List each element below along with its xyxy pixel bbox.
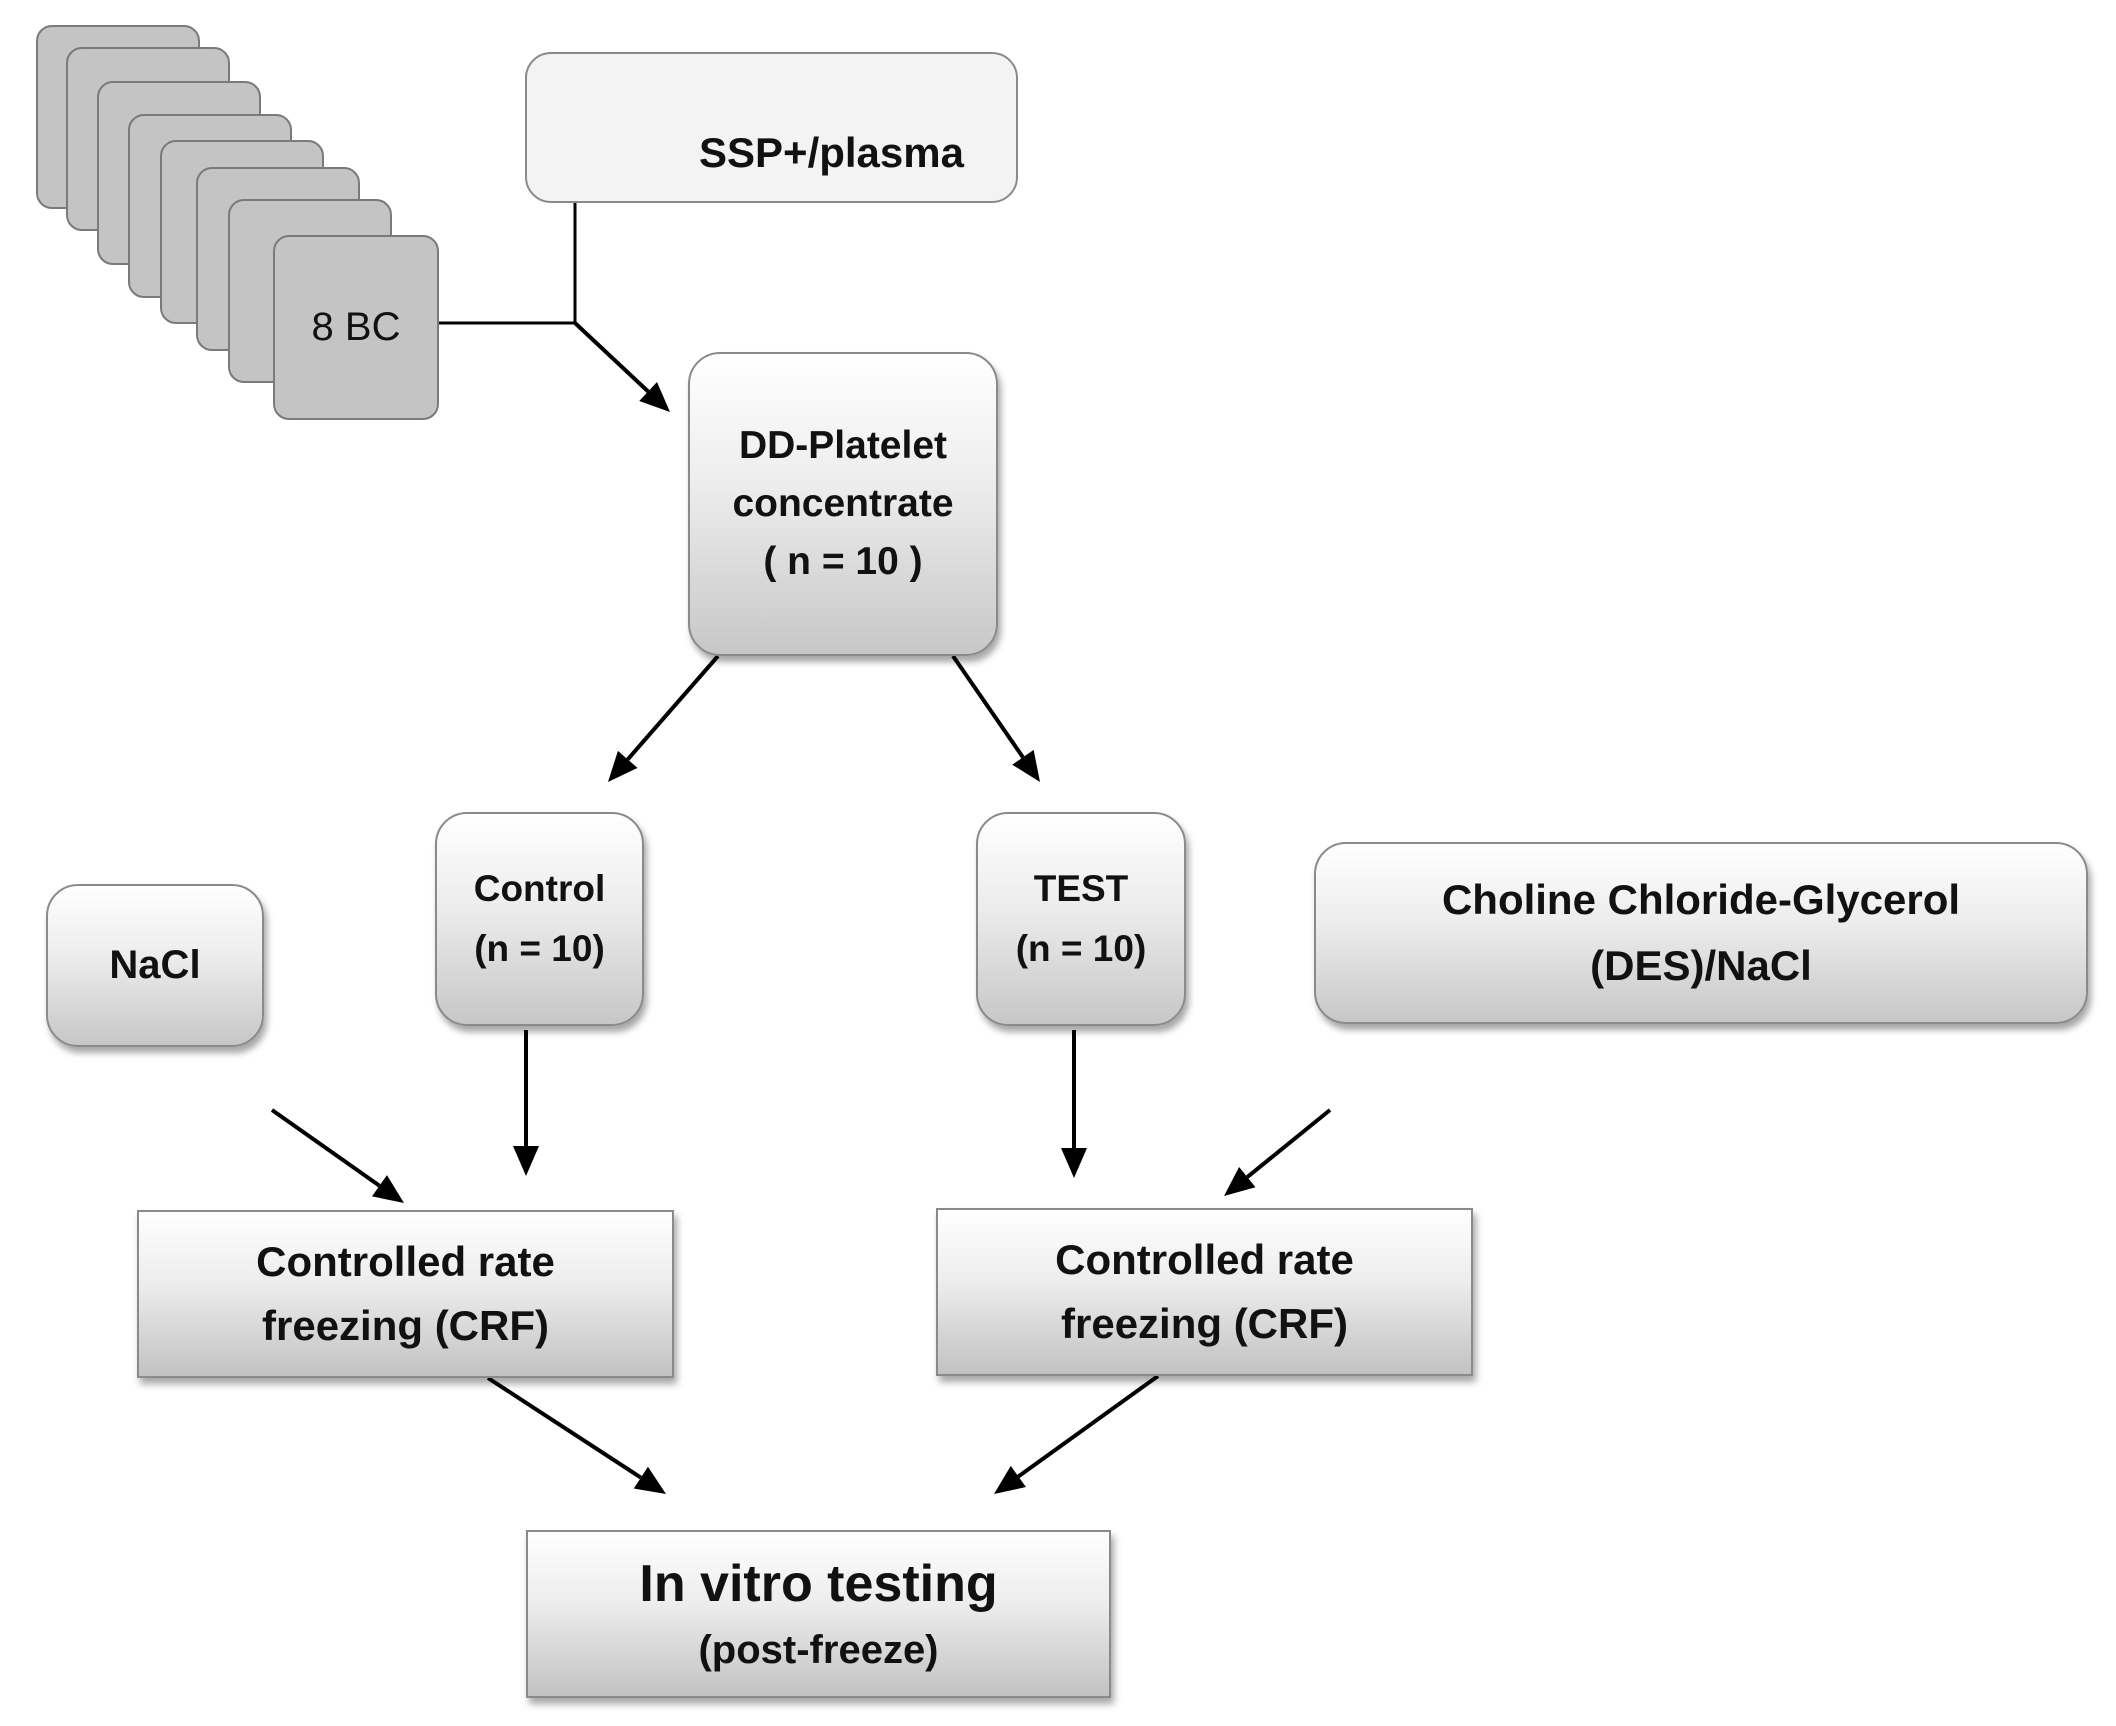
arrow-crf-right-to-invitro xyxy=(994,1374,1160,1494)
test-box: TEST (n = 10) xyxy=(976,812,1186,1026)
bc-label: 8 BC xyxy=(311,305,401,349)
arrow-shaft xyxy=(1017,1374,1160,1479)
arrow-shaft xyxy=(1246,1108,1332,1179)
nacl-label: NaCl xyxy=(109,943,201,987)
arrow-control-to-crf xyxy=(513,1030,539,1176)
arrow-nacl-to-crf xyxy=(270,1108,404,1203)
crf-left-line-2: freezing (CRF) xyxy=(262,1302,549,1349)
arrow-head xyxy=(994,1465,1026,1494)
test-line-2: (n = 10) xyxy=(1015,928,1147,969)
dd-line-3: ( n = 10 ) xyxy=(763,540,923,583)
arrow-shaft xyxy=(951,654,1025,759)
arrow-head xyxy=(633,1466,666,1494)
in-vitro-line-2: (post-freeze) xyxy=(698,1628,939,1672)
des-line-2: (DES)/NaCl xyxy=(1590,942,1812,989)
dd-line-1: DD-Platelet xyxy=(738,424,948,467)
arrow-head xyxy=(639,382,670,412)
control-line-2: (n = 10) xyxy=(474,928,605,969)
arrow-head xyxy=(371,1175,404,1203)
arrow-dd-to-test xyxy=(951,654,1040,782)
arrow-dd-to-control xyxy=(608,654,720,782)
nacl-box: NaCl xyxy=(46,884,264,1047)
arrow-shaft xyxy=(573,321,650,393)
arrow-head xyxy=(1224,1167,1256,1196)
arrow-head xyxy=(513,1146,539,1176)
in-vitro-line-1: In vitro testing xyxy=(639,1555,998,1613)
ssp-plasma-box: SSP+/plasma xyxy=(525,52,1018,203)
arrow-test-to-crf xyxy=(1061,1030,1087,1178)
ssp-label: SSP+/plasma xyxy=(699,128,964,176)
arrow-shaft xyxy=(486,1376,642,1480)
in-vitro-box: In vitro testing (post-freeze) xyxy=(526,1530,1111,1698)
arrow-head xyxy=(1061,1148,1087,1178)
crf-left-line-1: Controlled rate xyxy=(256,1238,555,1285)
crf-right-line-1: Controlled rate xyxy=(1055,1236,1354,1283)
arrow-crf-left-to-invitro xyxy=(486,1376,666,1494)
control-line-1: Control xyxy=(473,868,606,909)
arrow-shaft xyxy=(270,1108,381,1188)
test-line-1: TEST xyxy=(1033,868,1129,909)
crf-right-line-2: freezing (CRF) xyxy=(1061,1300,1348,1347)
arrow-junction-to-dd xyxy=(573,321,670,412)
bc-front-card: 8 BC xyxy=(273,235,439,420)
control-box: Control (n = 10) xyxy=(435,812,644,1026)
arrow-shaft xyxy=(626,654,720,761)
crf-right-box: Controlled rate freezing (CRF) xyxy=(936,1208,1473,1376)
arrow-des-to-crf xyxy=(1224,1108,1332,1196)
crf-left-box: Controlled rate freezing (CRF) xyxy=(137,1210,674,1378)
arrow-head xyxy=(1012,749,1040,782)
dd-line-2: concentrate xyxy=(732,482,954,525)
dd-platelet-box: DD-Platelet concentrate ( n = 10 ) xyxy=(688,352,998,656)
arrow-head xyxy=(608,750,638,782)
des-box: Choline Chloride-Glycerol (DES)/NaCl xyxy=(1314,842,2088,1024)
des-line-1: Choline Chloride-Glycerol xyxy=(1441,876,1961,923)
